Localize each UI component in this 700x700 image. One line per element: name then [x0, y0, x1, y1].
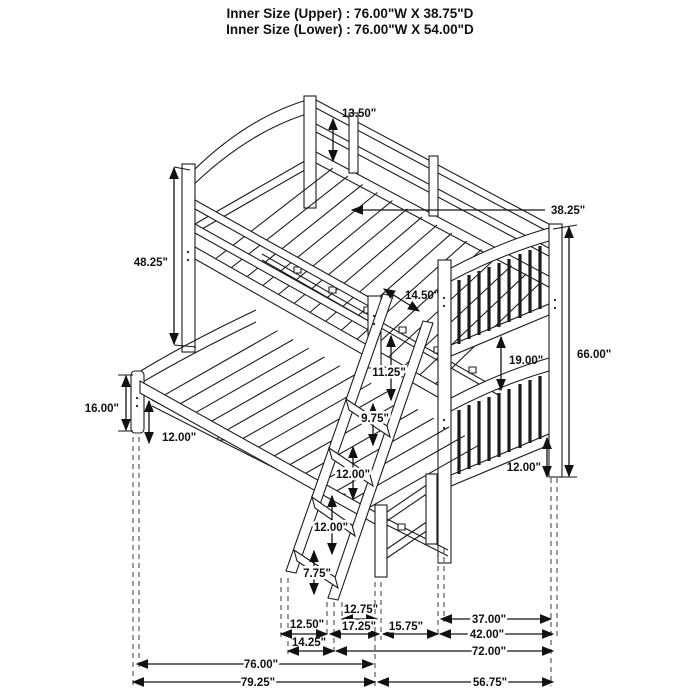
dim-ladder-step-bottom-label: 7.75" — [303, 568, 331, 580]
dim-foot-frame-width: 42.00" — [438, 627, 555, 644]
lower-head-post — [130, 370, 145, 434]
dim-under-bed-left-label: 12.00" — [162, 432, 196, 444]
headboard-back-post — [303, 95, 317, 209]
dim-ladder-spread-label: 17.25" — [342, 621, 376, 633]
dim-ladder-to-footboard: 15.75" — [381, 619, 440, 639]
back-right-post — [548, 223, 563, 478]
dim-upper-section-height: 48.25" — [134, 166, 197, 348]
lower-bed-slats — [161, 330, 481, 511]
extension-lines — [132, 437, 558, 686]
upper-back-rails — [315, 99, 561, 294]
dim-lower-bed-height-label: 16.00" — [85, 403, 119, 415]
ladder-rungs — [293, 397, 391, 590]
inner-size-header: Inner Size (Upper) : 76.00"W X 38.75"D I… — [0, 6, 700, 38]
back-rail-post-2 — [428, 155, 439, 217]
dim-under-bed-right: 12.00" — [507, 436, 552, 479]
ladder — [285, 293, 434, 601]
dim-ladder-gap-top: 11.25" — [370, 334, 408, 402]
dim-lower-bed-height: 16.00" — [85, 374, 133, 432]
dim-bed-length: 76.00" — [135, 657, 375, 674]
dim-upper-section-height-label: 48.25" — [134, 257, 168, 269]
dim-bunk-gap-label: 19.00" — [509, 355, 543, 367]
dim-head-overhang-label: 14.25" — [292, 637, 326, 649]
headboard-curves — [185, 98, 311, 238]
upper-front-rails — [194, 199, 451, 405]
dim-overall-depth: 56.75" — [376, 675, 555, 692]
inner-size-lower: Inner Size (Lower) : 76.00"W X 54.00"D — [226, 21, 474, 37]
lower-footboard-slats — [457, 376, 542, 474]
dim-ladder-to-footboard-label: 15.75" — [389, 621, 423, 633]
lower-foot-rails — [386, 483, 429, 559]
hardware-dots — [135, 250, 557, 430]
dim-frame-length: 72.00" — [334, 644, 555, 661]
dim-ladder-top-depth-label: 12.75" — [344, 604, 378, 616]
upper-footboard — [450, 227, 550, 357]
dim-ladder-step-mid-label: 12.00" — [336, 469, 370, 481]
lower-foot-back-leg — [425, 473, 438, 545]
dim-guard-rail-height-label: 13.50" — [342, 108, 376, 120]
front-right-post — [437, 259, 452, 564]
dim-ladder-step-top-label: 9.75" — [361, 413, 389, 425]
bunk-bed-drawing — [130, 95, 563, 601]
dim-ladder-foot-offset: 12.50" — [279, 619, 329, 639]
dim-head-overhang: 14.25" — [286, 637, 336, 656]
guard-rail-2 — [194, 223, 375, 334]
dim-total-height: 66.00" — [552, 224, 611, 478]
dim-rail-to-rail-label: 14.50" — [405, 290, 439, 302]
dim-overall-length: 79.25" — [131, 675, 377, 692]
dim-rail-to-rail: 14.50" — [382, 288, 439, 312]
headboard-front-post — [181, 163, 196, 353]
dim-ladder-step-lower-label: 12.00" — [314, 522, 348, 534]
dim-ladder-step-lower: 12.00" — [311, 494, 351, 556]
dim-ladder-step-top: 9.75" — [359, 402, 391, 447]
dim-foot-frame-width-label: 42.00" — [470, 629, 504, 641]
dim-ladder-step-mid: 12.00" — [333, 445, 373, 501]
dim-frame-length-label: 72.00" — [472, 646, 506, 658]
inner-size-upper: Inner Size (Upper) : 76.00"W X 38.75"D — [226, 6, 474, 21]
dim-upper-bed-depth-label: 38.25" — [551, 205, 585, 217]
lower-foot-frame — [374, 473, 438, 578]
dim-under-bed-right-label: 12.00" — [507, 462, 541, 474]
dim-guard-rail-height: 13.50" — [328, 108, 376, 163]
dim-upper-bed-depth: 38.25" — [350, 205, 585, 217]
dimension-annotations: 13.50" 38.25" 48.25" 14.50" — [85, 108, 611, 692]
dim-bunk-gap: 19.00" — [496, 335, 543, 392]
dim-overall-depth-label: 56.75" — [473, 677, 507, 689]
dim-ladder-step-bottom: 7.75" — [301, 549, 333, 596]
back-rail-post-1 — [348, 112, 359, 174]
ladder-right-rail — [327, 320, 434, 601]
dim-bed-length-label: 76.00" — [244, 659, 278, 671]
upper-headboard — [181, 95, 317, 353]
dim-ladder-top-depth: 12.75" — [340, 604, 379, 624]
dim-overall-length-label: 79.25" — [241, 677, 275, 689]
dim-ladder-spread: 17.25" — [328, 619, 381, 639]
dim-ladder-foot-offset-label: 12.50" — [290, 619, 324, 631]
dim-footboard-width-label: 37.00" — [472, 614, 506, 626]
dim-footboard-width: 37.00" — [439, 612, 553, 629]
lower-foot-front-leg — [374, 504, 388, 578]
dim-under-bed-left: 12.00" — [144, 399, 196, 445]
dim-ladder-gap-top-label: 11.25" — [372, 367, 406, 379]
dim-total-height-label: 66.00" — [577, 349, 611, 361]
upper-footboard-slats — [457, 246, 542, 344]
